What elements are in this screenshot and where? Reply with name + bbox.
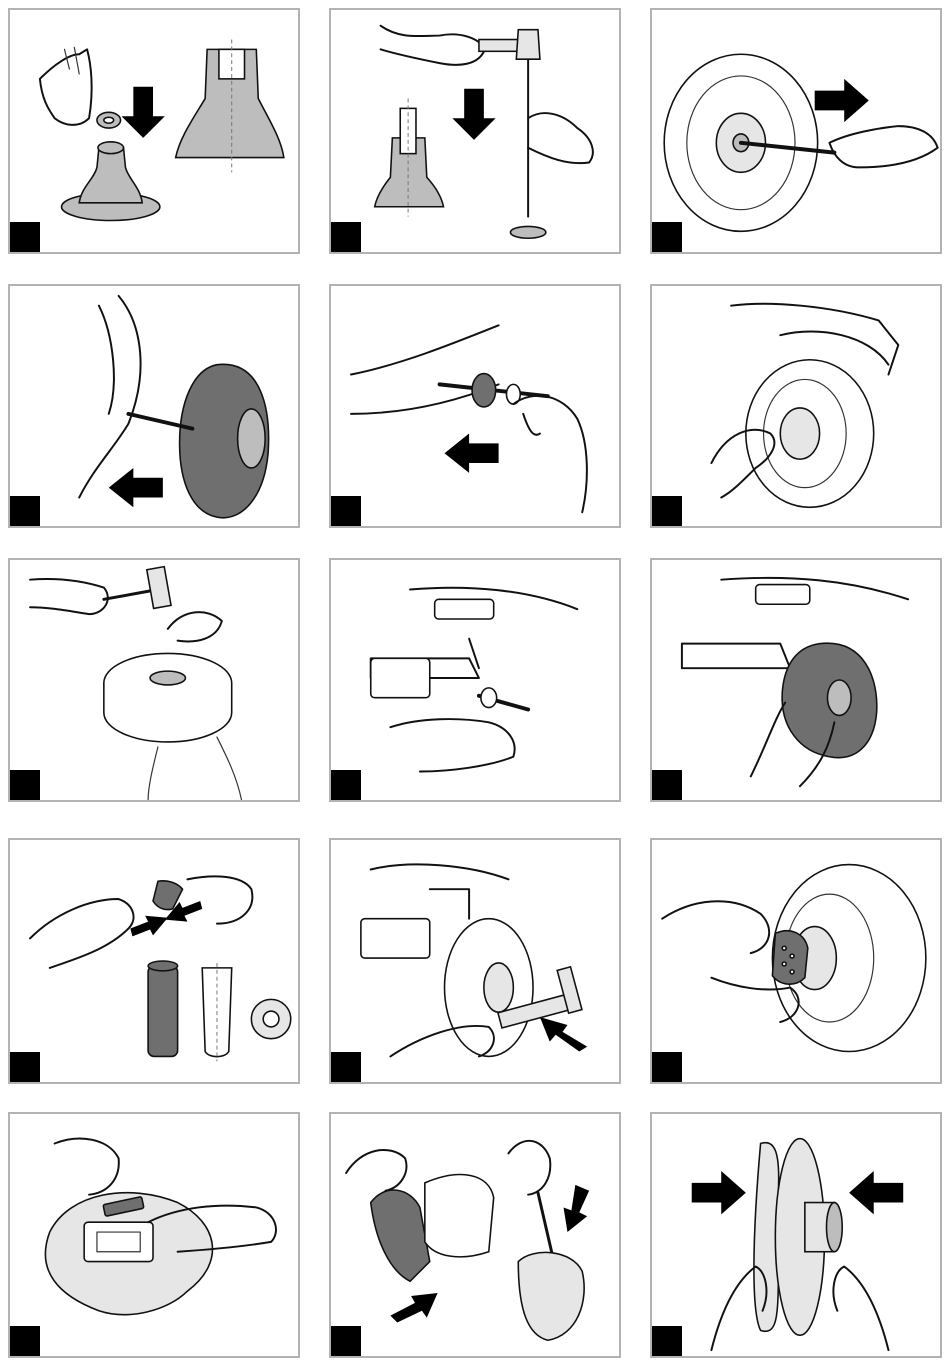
fender-icon — [79, 296, 140, 498]
arrow-icon — [390, 1293, 437, 1323]
star-washer-icon — [251, 999, 290, 1038]
vehicle-icon — [682, 578, 908, 668]
step-illustration — [331, 10, 619, 252]
hand-icon — [829, 126, 937, 167]
arrow-left-icon — [849, 1171, 903, 1214]
arrow-down-icon — [122, 87, 165, 138]
hand-icon — [381, 26, 485, 65]
step-number-badge — [331, 222, 361, 252]
step-illustration — [652, 10, 940, 252]
step-illustration — [10, 1114, 298, 1356]
vehicle-icon — [371, 588, 578, 698]
cap-section-icon — [176, 40, 284, 173]
arrow-right-icon — [815, 79, 869, 122]
step-number-badge — [10, 496, 40, 526]
hammer-icon — [104, 567, 171, 609]
step-number-badge — [652, 222, 682, 252]
arrow-down-icon — [564, 1185, 590, 1232]
step-number-badge — [652, 1326, 682, 1356]
step-panel-3 — [650, 8, 942, 254]
step-panel-15 — [650, 1112, 942, 1358]
step-illustration — [652, 286, 940, 526]
step-illustration — [652, 1114, 940, 1356]
arrow-right-icon — [692, 1171, 746, 1214]
step-number-badge — [652, 496, 682, 526]
tube-icon — [148, 961, 178, 1056]
hand-icon — [513, 396, 587, 512]
step-number-badge — [652, 770, 682, 800]
step-panel-7 — [8, 558, 300, 802]
arrow-down-icon — [452, 89, 495, 140]
hand-icon — [346, 1150, 406, 1191]
hand-icon — [30, 579, 222, 641]
step-illustration — [10, 560, 298, 800]
step-illustration — [652, 560, 940, 800]
step-illustration — [10, 10, 298, 252]
step-panel-12 — [650, 838, 942, 1084]
spacer-section-icon — [202, 963, 232, 1061]
cap-icon — [62, 142, 160, 221]
hammer-icon — [479, 30, 546, 239]
washer-icon — [472, 374, 496, 407]
wheel-icon — [180, 364, 269, 517]
hand-icon — [528, 113, 593, 163]
step-illustration — [652, 840, 940, 1082]
steering-wheel-icon — [754, 1139, 842, 1336]
step-number-badge — [331, 496, 361, 526]
step-illustration — [331, 286, 619, 526]
step-illustration — [10, 840, 298, 1082]
step-number-badge — [331, 770, 361, 800]
wheel-icon — [104, 653, 232, 742]
step-panel-8 — [329, 558, 621, 802]
step-number-badge — [10, 222, 40, 252]
step-panel-14 — [329, 1112, 621, 1358]
step-panel-13 — [8, 1112, 300, 1358]
hand-icon — [390, 719, 514, 771]
step-number-badge — [331, 1052, 361, 1082]
arrow-left-icon — [109, 468, 163, 507]
step-number-badge — [10, 770, 40, 800]
hand-icon — [40, 47, 92, 124]
step-panel-1 — [8, 8, 300, 254]
step-panel-10 — [8, 838, 300, 1084]
step-panel-2 — [329, 8, 621, 254]
hub-cap-icon — [772, 931, 807, 984]
arrow-left-icon — [540, 1017, 587, 1051]
wheel-icon — [746, 360, 874, 508]
arrow-left-icon — [445, 434, 499, 473]
step-illustration — [331, 1114, 619, 1356]
step-panel-11 — [329, 838, 621, 1084]
step-panel-5 — [329, 284, 621, 528]
step-number-badge — [10, 1326, 40, 1356]
hand-icon — [30, 876, 252, 967]
step-illustration — [331, 840, 619, 1082]
wheel-icon — [445, 919, 534, 1057]
step-panel-6 — [650, 284, 942, 528]
step-illustration — [10, 286, 298, 526]
step-number-badge — [10, 1052, 40, 1082]
step-panel-4 — [8, 284, 300, 528]
step-panel-9 — [650, 558, 942, 802]
screwdriver-icon — [508, 1141, 552, 1257]
cap-icon — [375, 99, 444, 217]
step-number-badge — [331, 1326, 361, 1356]
step-number-badge — [652, 1052, 682, 1082]
step-illustration — [331, 560, 619, 800]
